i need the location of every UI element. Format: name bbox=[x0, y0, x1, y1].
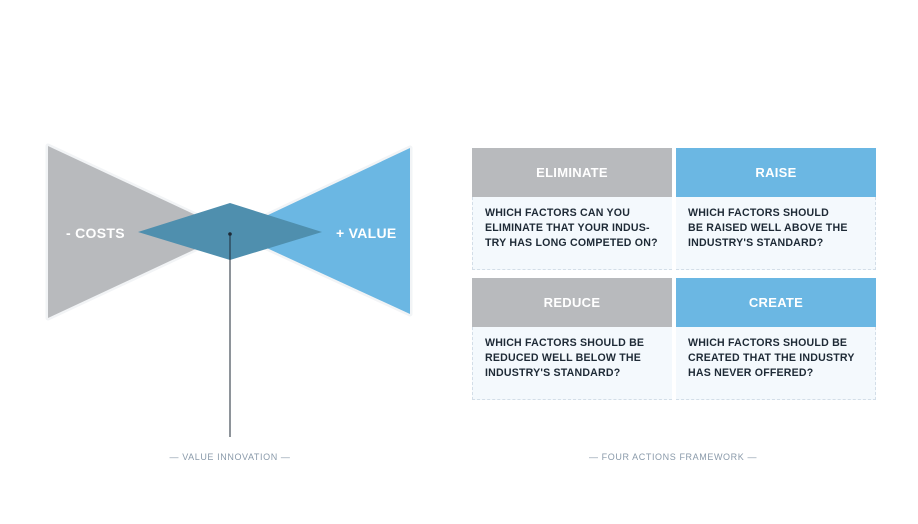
innovation-pointer-dot bbox=[228, 232, 232, 236]
eliminate-question: WHICH FACTORS CAN YOU ELIMINATE THAT YOU… bbox=[472, 197, 672, 270]
value-innovation-caption: — VALUE INNOVATION — bbox=[169, 452, 291, 462]
costs-label: - COSTS bbox=[66, 225, 125, 241]
value-triangle-fill bbox=[232, 148, 410, 314]
innovation-overlap-diamond bbox=[138, 203, 322, 260]
raise-header: RAISE bbox=[676, 148, 876, 197]
eliminate-cell: ELIMINATE WHICH FACTORS CAN YOU ELIMINAT… bbox=[472, 148, 672, 270]
value-label: + VALUE bbox=[336, 225, 397, 241]
create-cell: CREATE WHICH FACTORS SHOULD BE CREATED T… bbox=[676, 278, 876, 400]
create-question: WHICH FACTORS SHOULD BE CREATED THAT THE… bbox=[676, 327, 876, 400]
four-actions-caption: — FOUR ACTIONS FRAMEWORK — bbox=[588, 452, 758, 462]
raise-question: WHICH FACTORS SHOULD BE RAISED WELL ABOV… bbox=[676, 197, 876, 270]
reduce-cell: REDUCE WHICH FACTORS SHOULD BE REDUCED W… bbox=[472, 278, 672, 400]
raise-cell: RAISE WHICH FACTORS SHOULD BE RAISED WEL… bbox=[676, 148, 876, 270]
create-header: CREATE bbox=[676, 278, 876, 327]
reduce-question: WHICH FACTORS SHOULD BE REDUCED WELL BEL… bbox=[472, 327, 672, 400]
eliminate-header: ELIMINATE bbox=[472, 148, 672, 197]
reduce-header: REDUCE bbox=[472, 278, 672, 327]
